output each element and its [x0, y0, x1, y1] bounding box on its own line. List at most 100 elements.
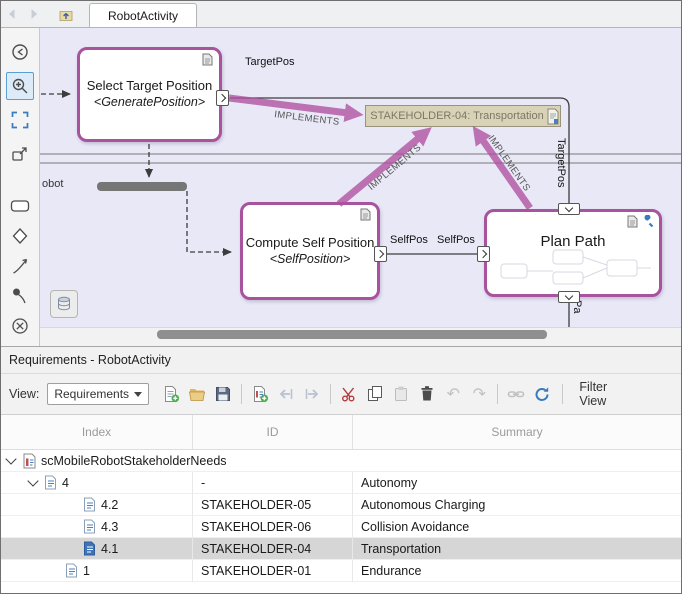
cell-summary[interactable]: Autonomy — [353, 472, 681, 494]
back-icon — [9, 9, 15, 19]
expander-chevron-icon[interactable] — [5, 453, 17, 465]
implements-link-compute-self[interactable] — [336, 127, 432, 207]
subdiagram-preview — [500, 249, 651, 285]
targetpos-label[interactable]: TargetPos — [245, 56, 295, 68]
scrollbar-thumb[interactable] — [157, 330, 547, 339]
canvas-horizontal-scrollbar[interactable] — [40, 327, 681, 346]
table-row-4-1-selected[interactable]: 4.1 STAKEHOLDER-04 Transportation — [1, 538, 681, 560]
terminal-junction-tool-button[interactable] — [8, 314, 32, 338]
requirement-icon-selected — [84, 541, 95, 556]
chevron-down-icon — [564, 291, 574, 301]
up-to-parent-button[interactable] — [55, 1, 77, 27]
cell-id[interactable]: STAKEHOLDER-01 — [193, 560, 353, 582]
redo-button[interactable]: ↷ — [467, 382, 491, 406]
open-subchart-icon — [12, 147, 27, 161]
block-select-target-position[interactable]: Select Target Position <GeneratePosition… — [77, 47, 222, 142]
data-store-button[interactable] — [50, 290, 78, 318]
toolbar-separator — [562, 384, 564, 404]
tab-robotactivity[interactable]: RobotActivity — [89, 3, 198, 27]
block-title: Compute Self Position — [245, 234, 375, 250]
row-label: scMobileRobotStakeholderNeeds — [41, 453, 227, 468]
table-row-set[interactable]: scMobileRobotStakeholderNeeds — [1, 450, 681, 472]
cell-index[interactable]: scMobileRobotStakeholderNeeds — [1, 450, 681, 472]
cell-summary[interactable]: Autonomous Charging — [353, 494, 681, 516]
diagram-canvas[interactable]: Select Target Position <GeneratePosition… — [40, 28, 681, 346]
view-dropdown-value: Requirements — [54, 387, 130, 401]
expander-chevron-icon[interactable] — [27, 475, 39, 487]
cell-id[interactable]: STAKEHOLDER-05 — [193, 494, 353, 516]
block-plan-path[interactable]: Plan Path — [484, 209, 662, 297]
table-row-4[interactable]: 4 - Autonomy — [1, 472, 681, 494]
control-flow-fork-to-compute[interactable] — [186, 191, 232, 256]
link-icon — [508, 391, 525, 398]
plan-path-top-port[interactable] — [558, 203, 580, 215]
row-label: 4 — [62, 475, 69, 490]
junction-tool-button[interactable] — [8, 224, 32, 248]
demote-requirement-button[interactable] — [300, 382, 324, 406]
requirement-annotation[interactable]: STAKEHOLDER-04: Transportation — [365, 105, 561, 127]
cell-summary[interactable]: Endurance — [353, 560, 681, 582]
block-compute-self-position[interactable]: Compute Self Position <SelfPosition> — [240, 202, 380, 300]
column-header-index[interactable]: Index — [1, 415, 193, 449]
requirements-table-header: Index ID Summary — [1, 415, 681, 450]
selfpos-label-1[interactable]: SelfPos — [390, 234, 428, 246]
cell-index[interactable]: 4.3 — [1, 516, 193, 538]
filter-view-button[interactable]: Filter View — [579, 380, 608, 408]
undo-button[interactable]: ↶ — [441, 382, 465, 406]
plan-path-bottom-port[interactable] — [558, 291, 580, 303]
implements-link-plan-path[interactable] — [472, 125, 533, 211]
targetpos-vertical-label[interactable]: TargetPos — [555, 138, 567, 188]
copy-button[interactable] — [363, 382, 387, 406]
cell-id[interactable]: STAKEHOLDER-06 — [193, 516, 353, 538]
back-button[interactable] — [1, 1, 23, 27]
select-target-output-port[interactable] — [216, 90, 229, 106]
cell-id[interactable]: STAKEHOLDER-04 — [193, 538, 353, 560]
cut-button[interactable] — [337, 382, 361, 406]
column-header-summary[interactable]: Summary — [491, 425, 543, 439]
implements-label-2: IMPLEMENTS — [366, 142, 424, 193]
cell-id[interactable]: - — [193, 472, 353, 494]
fork-join-bar[interactable] — [97, 182, 187, 191]
forward-button[interactable] — [23, 1, 45, 27]
row-label: 4.2 — [101, 497, 119, 512]
compute-self-output-port[interactable] — [374, 246, 387, 262]
new-requirement-set-button[interactable] — [159, 382, 183, 406]
cell-summary[interactable]: Collision Avoidance — [353, 516, 681, 538]
selfpos-label-2[interactable]: SelfPos — [437, 234, 475, 246]
table-row-1[interactable]: 1 STAKEHOLDER-01 Endurance — [1, 560, 681, 582]
open-button[interactable] — [185, 382, 209, 406]
promote-arrow-icon — [280, 389, 293, 399]
refresh-button[interactable] — [530, 382, 554, 406]
default-transition-tool-button[interactable] — [8, 284, 32, 308]
table-row-4-3[interactable]: 4.3 STAKEHOLDER-06 Collision Avoidance — [1, 516, 681, 538]
open-subchart-tool-button[interactable] — [8, 142, 32, 166]
chevron-right-icon — [478, 249, 487, 259]
transition-tool-button[interactable] — [8, 254, 32, 278]
add-requirement-button[interactable] — [248, 382, 272, 406]
state-tool-button[interactable] — [8, 194, 32, 218]
promote-requirement-button[interactable] — [274, 382, 298, 406]
requirements-panel-title: Requirements - RobotActivity — [9, 353, 171, 367]
cell-index[interactable]: 1 — [1, 560, 193, 582]
column-header-id[interactable]: ID — [193, 415, 353, 449]
swimlane-label: obot — [42, 178, 64, 190]
undo-icon: ↶ — [446, 384, 461, 403]
cell-index[interactable]: 4 — [1, 472, 193, 494]
link-requirement-button[interactable] — [504, 382, 528, 406]
zoom-in-tool-button[interactable] — [6, 72, 34, 100]
requirement-icon — [84, 519, 95, 534]
row-label: 4.3 — [101, 519, 119, 534]
save-button[interactable] — [211, 382, 235, 406]
table-row-4-2[interactable]: 4.2 STAKEHOLDER-05 Autonomous Charging — [1, 494, 681, 516]
fit-view-tool-button[interactable] — [8, 108, 32, 132]
view-dropdown[interactable]: Requirements — [47, 383, 150, 405]
toolbar-separator — [330, 384, 332, 404]
cell-summary[interactable]: Transportation — [353, 538, 681, 560]
paste-button[interactable] — [389, 382, 413, 406]
cell-index[interactable]: 4.1 — [1, 538, 193, 560]
delete-button[interactable] — [415, 382, 439, 406]
plan-path-input-port[interactable] — [477, 246, 490, 262]
redo-icon: ↷ — [472, 384, 487, 403]
back-tool-button[interactable] — [8, 40, 32, 64]
cell-index[interactable]: 4.2 — [1, 494, 193, 516]
